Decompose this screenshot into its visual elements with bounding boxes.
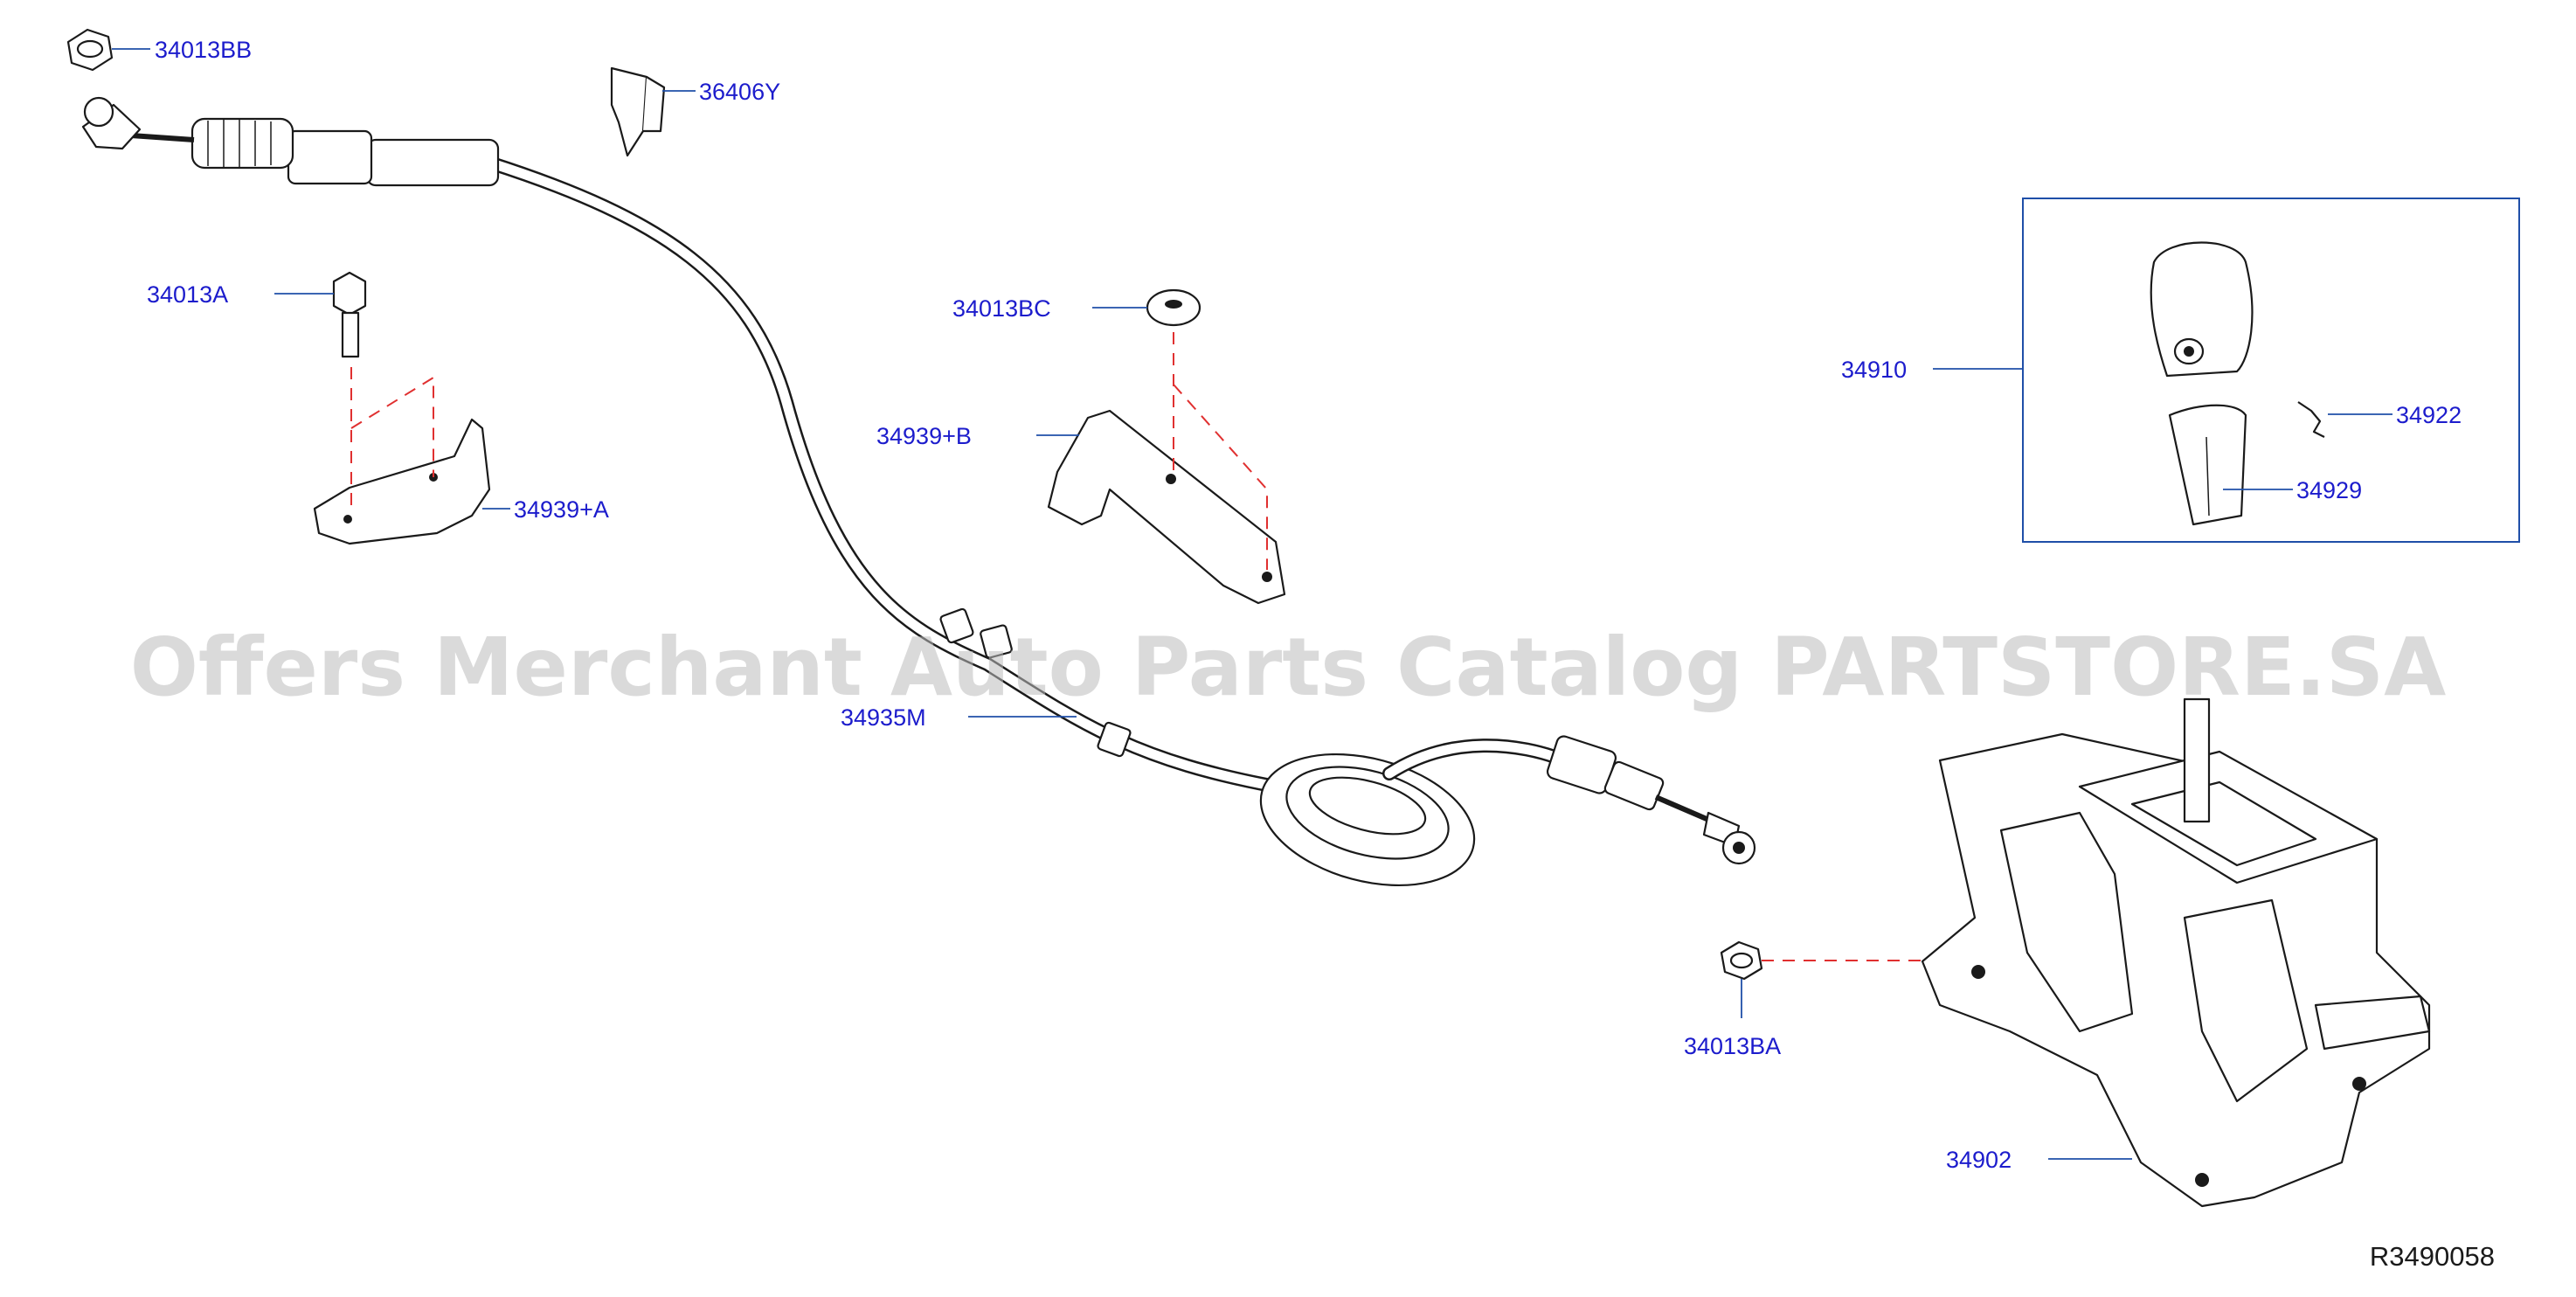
nut-34013BB[interactable] [66, 28, 114, 72]
bracket-34939B[interactable] [1047, 332, 1286, 605]
knob-34910[interactable] [2150, 241, 2254, 378]
callout-34013A[interactable]: 34013A [147, 281, 228, 308]
washer-34013BC[interactable] [1146, 288, 1201, 327]
callout-34013BA[interactable]: 34013BA [1684, 1033, 1781, 1059]
callout-34013BC[interactable]: 34013BC [952, 295, 1051, 322]
callout-34902[interactable]: 34902 [1946, 1147, 2012, 1173]
callout-34910[interactable]: 34910 [1841, 357, 1907, 383]
callout-34922[interactable]: 34922 [2396, 402, 2462, 428]
bracket-34939A[interactable] [313, 367, 491, 545]
callout-34939A[interactable]: 34939+A [514, 496, 609, 523]
diagram-code: R3490058 [2370, 1241, 2495, 1272]
callout-36406Y[interactable]: 36406Y [699, 79, 780, 105]
bolt-34013A[interactable] [332, 271, 367, 358]
callout-34013BB[interactable]: 34013BB [155, 37, 252, 63]
leader-lines [112, 48, 2392, 1160]
callout-34935M[interactable]: 34935M [841, 704, 926, 731]
shift-cable-34935M[interactable] [81, 96, 1756, 907]
callout-34929[interactable]: 34929 [2296, 477, 2362, 503]
clip-34922[interactable] [2297, 401, 2325, 438]
clip-36406Y[interactable] [610, 66, 666, 157]
cover-34929[interactable] [2168, 404, 2247, 526]
callout-34939B[interactable]: 34939+B [876, 423, 972, 449]
watermark-text: Offers Merchant Auto Parts Catalog PARTS… [130, 621, 2447, 714]
knob-assembly-box-34910 [2022, 198, 2520, 543]
shifter-base-34902[interactable] [1921, 697, 2431, 1208]
